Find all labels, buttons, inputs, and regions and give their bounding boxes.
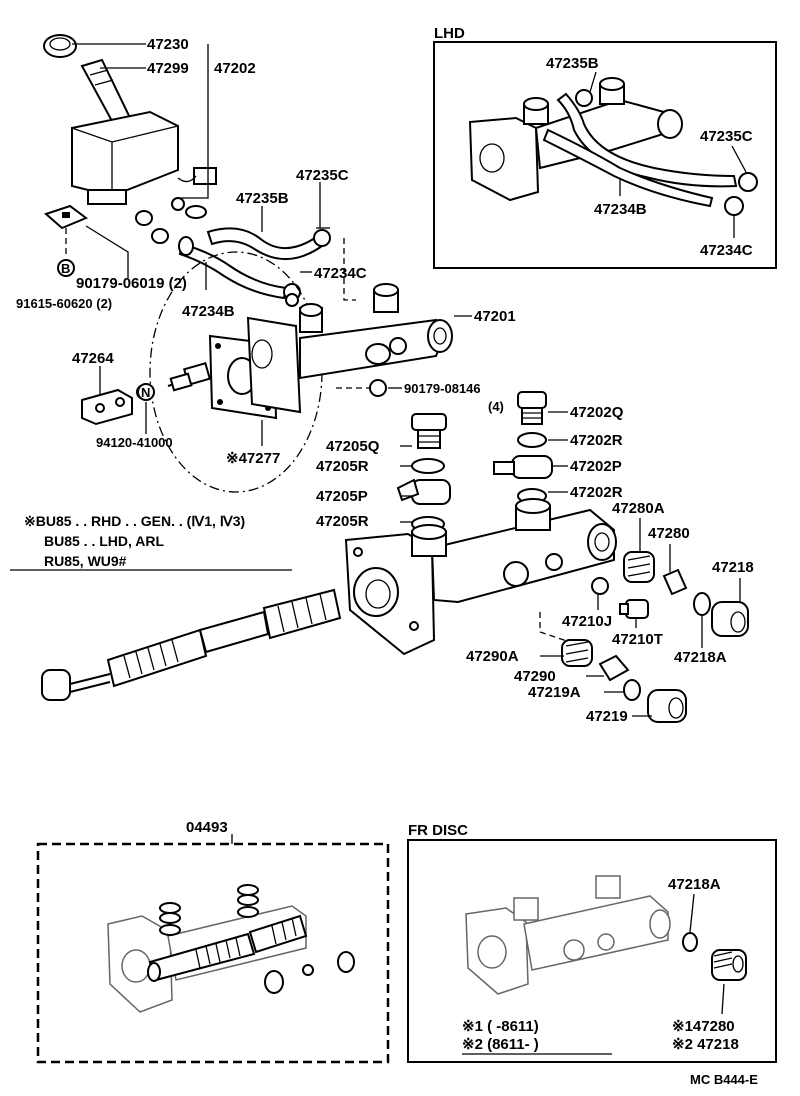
reservoir-cap-47230 <box>43 34 77 58</box>
label-47280: 47280 <box>648 525 690 542</box>
label-47299: 47299 <box>147 60 189 77</box>
clevis-47264 <box>81 388 133 426</box>
reservoir-sensor-connector <box>171 167 217 211</box>
label-47218A: 47218A <box>674 649 727 666</box>
label-47205Q: 47205Q <box>326 438 380 455</box>
plug-47218 <box>711 601 749 637</box>
reservoir-tank-47202 <box>71 110 179 205</box>
fr-disc-inset <box>407 839 777 1063</box>
footnote-line-3: RU85, WU9# <box>44 553 127 569</box>
label-47290: 47290 <box>514 668 556 685</box>
fr-disc-label-47280: ※147280 <box>672 1018 735 1035</box>
reservoir-bracket <box>44 204 88 230</box>
fr-disc-title: FR DISC <box>408 822 468 839</box>
label-90179-08146: 90179-08146 <box>404 381 481 396</box>
push-rod <box>167 362 212 392</box>
hose-47234B <box>178 242 288 300</box>
kit-04493-inset <box>36 834 390 1064</box>
label-47205R-lower: 47205R <box>316 513 369 530</box>
label-47234B: 47234B <box>182 303 235 320</box>
label-47219: 47219 <box>586 708 628 725</box>
gasket-47210J <box>591 577 609 595</box>
union-47205P <box>396 478 451 505</box>
callout-b-circle <box>57 259 75 277</box>
fr-disc-label-47218: ※2 47218 <box>672 1036 739 1053</box>
leader-lines <box>65 43 741 717</box>
label-47205R-upper: 47205R <box>316 458 369 475</box>
hose-end <box>178 236 194 256</box>
label-47202P: 47202P <box>570 458 622 475</box>
label-47219A: 47219A <box>528 684 581 701</box>
label-47210J: 47210J <box>562 613 612 630</box>
valve-47210T <box>619 599 649 619</box>
clamp-47235C <box>313 227 331 247</box>
lhd-label-47235C: 47235C <box>700 128 753 145</box>
label-47202R-upper: 47202R <box>570 432 623 449</box>
label-94120-41000: 94120-41000 <box>96 435 173 450</box>
gasket-47202R-upper <box>517 432 547 448</box>
lhd-title: LHD <box>434 25 465 42</box>
label-47264: 47264 <box>72 350 114 367</box>
callout-n: N <box>141 385 150 400</box>
label-47210T: 47210T <box>612 631 663 648</box>
footnote-line-1: ※BU85 . . RHD . . GEN. . (Ⅳ1, Ⅳ3) <box>24 513 245 529</box>
callout-n-circle <box>137 383 155 401</box>
plug-47205Q <box>411 413 447 449</box>
master-cylinder-body <box>344 498 617 656</box>
plug-47219 <box>647 689 687 723</box>
label-47201: 47201 <box>474 308 516 325</box>
label-90179-06019: 90179-06019 (2) <box>76 275 187 292</box>
label-47202R-lower: 47202R <box>570 484 623 501</box>
gasket-47218A <box>693 592 711 616</box>
label-47218: 47218 <box>712 559 754 576</box>
label-47290A: 47290A <box>466 648 519 665</box>
union-47202P <box>493 455 553 479</box>
label-47235C: 47235C <box>296 167 349 184</box>
valve-47280 <box>662 568 688 596</box>
grommet-set <box>135 205 207 244</box>
plug-47202Q <box>517 391 547 425</box>
gasket-47219A <box>623 679 641 701</box>
label-47202: 47202 <box>214 60 256 77</box>
fr-disc-legend-row-1: ※1 ( -8611) <box>462 1018 539 1035</box>
nut-90179-08146 <box>369 379 387 397</box>
master-cylinder-47201 <box>246 283 453 414</box>
label-47280A: 47280A <box>612 500 665 517</box>
footnote-line-2: BU85 . . LHD, ARL <box>44 533 164 549</box>
label-90179-08146-qty: (4) <box>488 399 504 414</box>
kit-title-04493: 04493 <box>186 819 228 836</box>
label-47205P: 47205P <box>316 488 368 505</box>
label-91615-60620: 91615-60620 (2) <box>16 296 112 311</box>
lhd-label-47235B: 47235B <box>546 55 599 72</box>
label-47230: 47230 <box>147 36 189 53</box>
fr-disc-label-47218A: 47218A <box>668 876 721 893</box>
leader-dashed <box>343 238 356 301</box>
drawing-code: MC B444-E <box>690 1072 758 1087</box>
fr-disc-legend-row-2: ※2 (8611- ) <box>462 1036 539 1053</box>
leader-dashed <box>539 612 571 643</box>
lhd-label-47234C: 47234C <box>700 242 753 259</box>
spring-47280A <box>623 551 655 583</box>
spring-47290A <box>561 639 593 667</box>
piston-assembly <box>41 588 342 701</box>
label-47202Q: 47202Q <box>570 404 624 421</box>
hose-47235B <box>206 227 324 261</box>
label-47235B: 47235B <box>236 190 289 207</box>
gasket-47205R-upper <box>411 458 445 474</box>
lhd-label-47234B: 47234B <box>594 201 647 218</box>
label-47234C: 47234C <box>314 265 367 282</box>
label-47277: ※47277 <box>226 450 280 467</box>
callout-b: B <box>61 261 70 276</box>
valve-47290 <box>598 654 630 682</box>
lhd-inset: LHD <box>433 25 777 269</box>
